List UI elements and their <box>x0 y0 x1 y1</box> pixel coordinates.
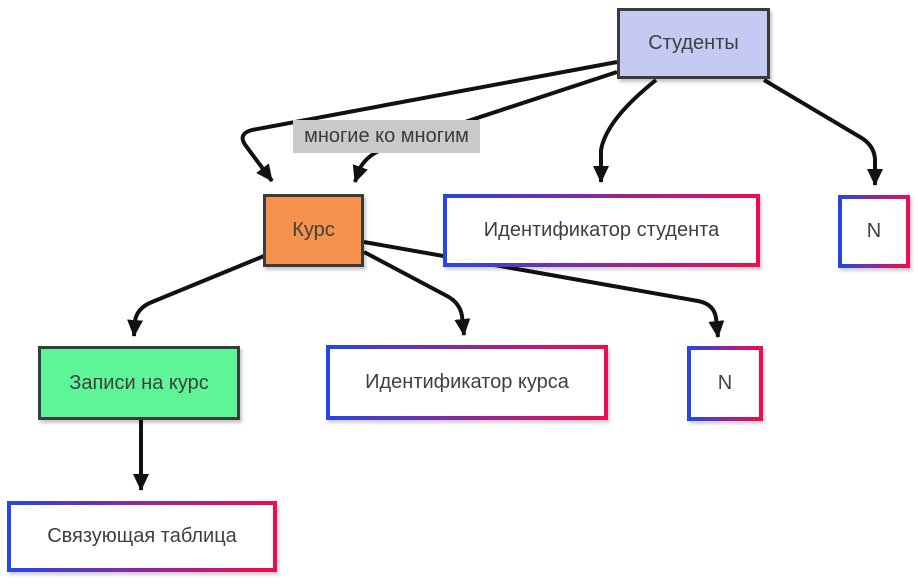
node-course-identifier-label: Идентификатор курса <box>365 371 569 393</box>
node-course-enrollments-label: Записи на курс <box>69 371 209 394</box>
relation-label-text: многие ко многим <box>304 125 469 147</box>
node-link-table-label: Связующая таблица <box>47 525 237 547</box>
node-link-table: Связующая таблица <box>7 501 277 572</box>
node-student-identifier: Идентификатор студента <box>443 194 760 267</box>
node-n-students-label: N <box>866 220 882 242</box>
node-course-label: Курс <box>292 219 335 241</box>
node-course-identifier: Идентификатор курса <box>326 345 608 420</box>
node-course: Курс <box>263 194 364 267</box>
edge-students-studentid <box>593 78 658 183</box>
edge-students-course-1 <box>240 60 618 183</box>
node-n-courses: N <box>687 346 763 421</box>
node-students-label: Студенты <box>648 32 739 54</box>
node-student-identifier-label: Идентификатор студента <box>483 219 720 241</box>
relation-label-many-to-many: многие ко многим <box>293 120 480 153</box>
node-students: Студенты <box>617 8 770 79</box>
node-n-courses-label: N <box>717 372 733 394</box>
edge-students-n1 <box>762 78 883 186</box>
edge-course-n2 <box>363 240 725 338</box>
node-n-students: N <box>838 195 910 268</box>
node-course-enrollments: Записи на курс <box>38 346 240 420</box>
edge-course-enrollments <box>127 254 265 337</box>
edge-course-courseid <box>363 250 471 336</box>
